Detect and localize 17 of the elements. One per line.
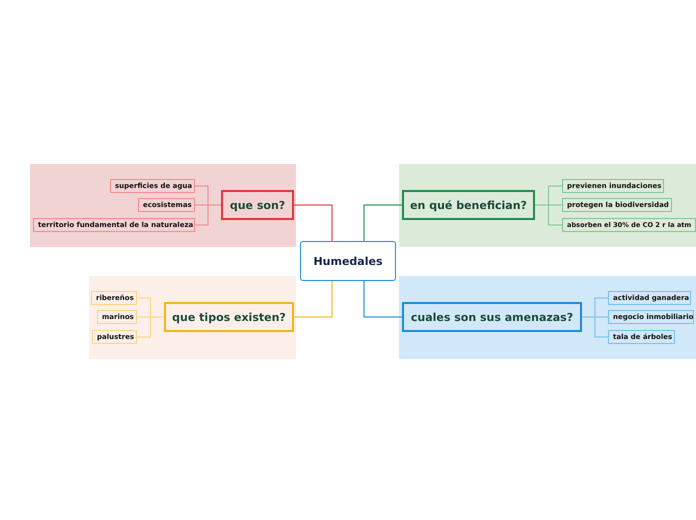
branch-background (399, 164, 696, 247)
central-topic: Humedales (300, 241, 396, 281)
branch-background (399, 276, 696, 359)
main-topic: en qué benefician? (402, 190, 535, 220)
connector-line (534, 204, 562, 226)
connector-line (136, 316, 164, 338)
connector-line (294, 204, 332, 242)
main-topic: que son? (221, 190, 294, 220)
connector-line (582, 316, 608, 338)
connector-line (194, 204, 222, 226)
connector-line (364, 280, 402, 318)
branch-background (89, 276, 296, 359)
main-topic: que tipos existen? (164, 302, 294, 332)
branch-background (30, 164, 296, 247)
connector-line (364, 204, 402, 242)
connector-line (294, 280, 332, 318)
main-topic: cuales son sus amenazas? (402, 302, 582, 332)
